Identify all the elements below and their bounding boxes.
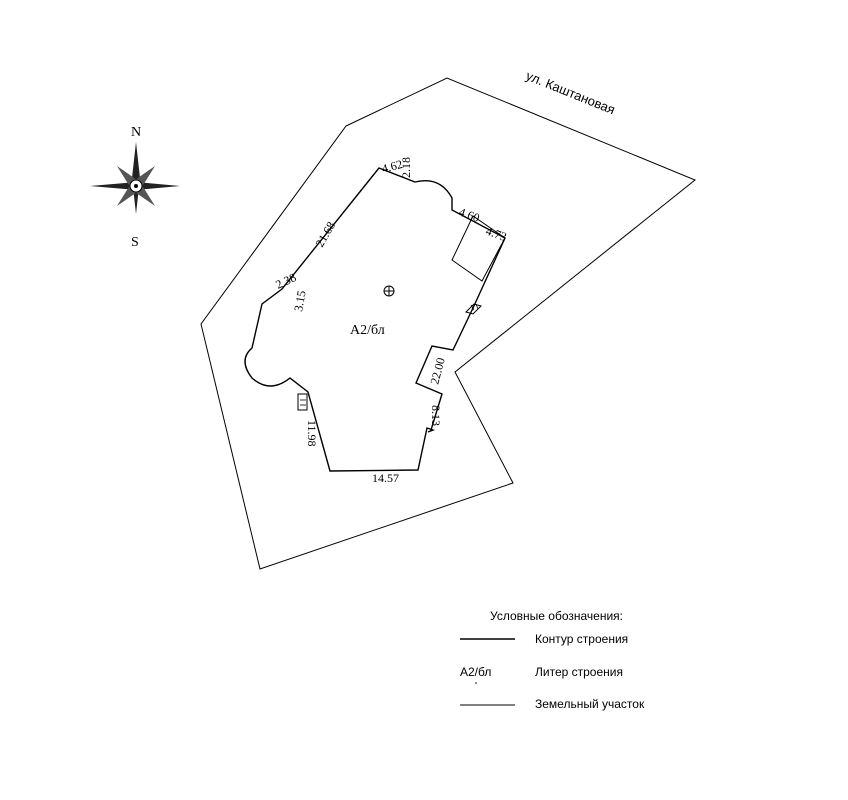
building-contour <box>244 167 506 472</box>
dimension-label: 4.60 <box>457 205 482 225</box>
building-center-icon <box>383 285 395 297</box>
north-label: N <box>131 125 141 140</box>
legend-item-label: Земельный участок <box>535 697 645 711</box>
dimension-label: 4.62 <box>380 157 404 176</box>
legend-liter-symbol: А2/бл <box>460 665 491 679</box>
south-label: S <box>131 235 139 250</box>
building-liter-label: А2/бл <box>350 323 385 338</box>
legend-title: Условные обозначения: <box>490 609 623 623</box>
legend-item-label: Контур строения <box>535 632 628 646</box>
compass-rose: N S <box>90 125 180 250</box>
dimension-label: 11.98 <box>305 420 319 447</box>
dimension-label: 3.15 <box>291 289 308 312</box>
dimension-label: 8.13 <box>429 405 443 426</box>
compass-star-icon <box>132 142 140 214</box>
dimension-label: 22.00 <box>427 356 448 386</box>
street-label: ул. Каштановая <box>524 68 617 117</box>
dimension-label: 4.73 <box>484 224 509 244</box>
land-plot-boundary <box>200 77 696 570</box>
legend: Условные обозначения: Контур строения А2… <box>460 609 645 711</box>
dimension-label: 2.18 <box>399 157 413 178</box>
legend-item-label: Литер строения <box>535 665 623 679</box>
dimension-label: 14.57 <box>372 471 399 485</box>
